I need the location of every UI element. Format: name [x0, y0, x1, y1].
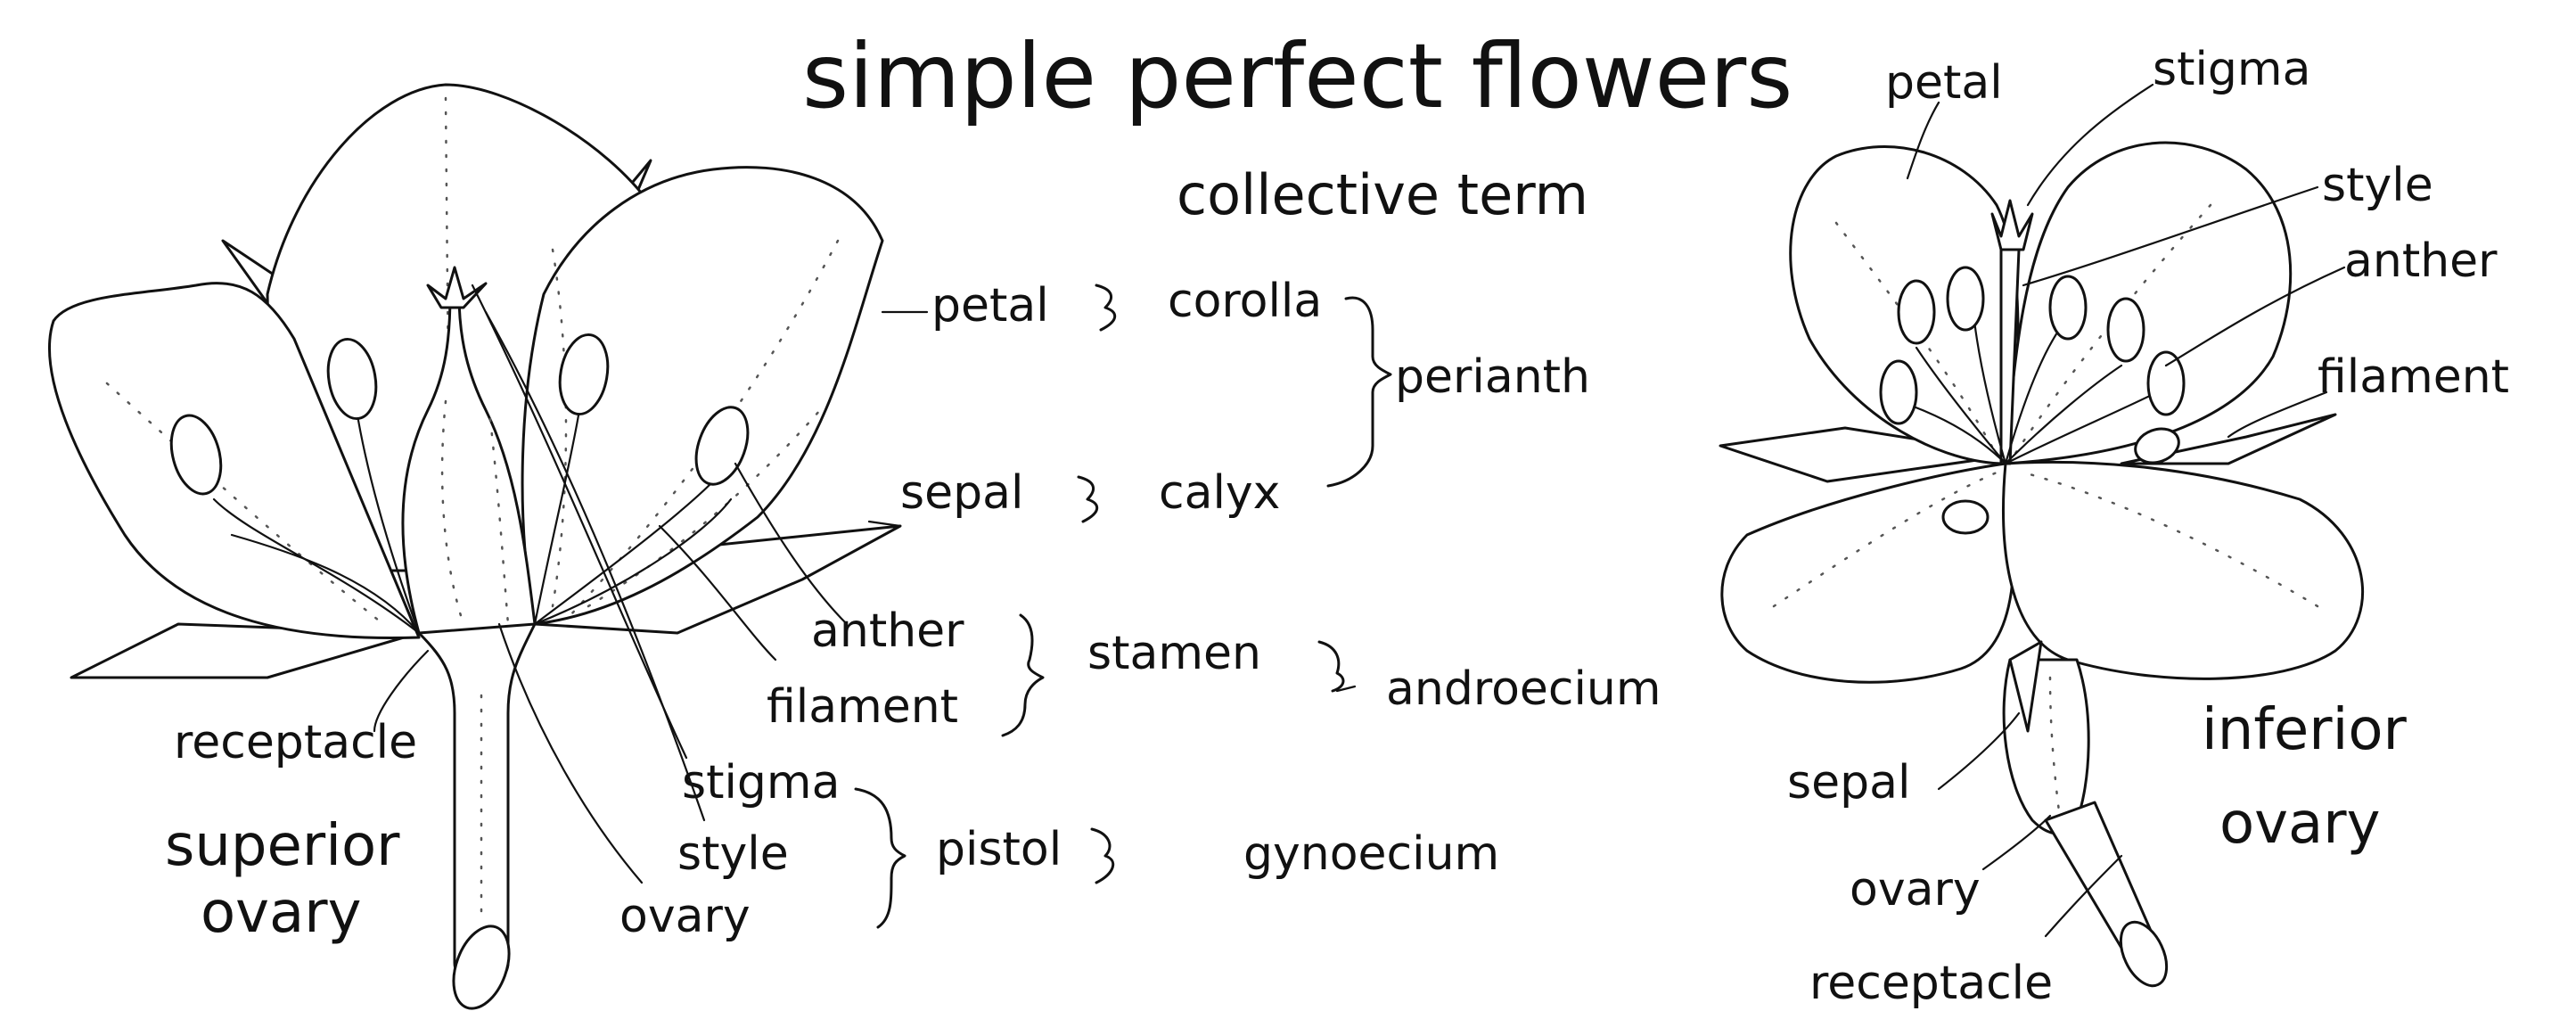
right-petal-front-right [2004, 462, 2363, 678]
left-receptacle [419, 624, 535, 983]
label-ovary-left: ovary [619, 890, 751, 943]
label-style-right: style [2322, 159, 2433, 212]
label-androecium: androecium [1386, 662, 1661, 716]
label-inferior: inferior [2202, 697, 2408, 763]
label-petal-left: petal [931, 279, 1049, 333]
right-petal-front-left [1722, 464, 2014, 682]
collective-term-heading: collective term [1177, 162, 1588, 227]
label-stigma-left: stigma [682, 756, 840, 810]
diagram-title: simple perfect flowers [802, 24, 1793, 128]
label-style-left: style [677, 827, 789, 881]
label-superior: superior [165, 813, 400, 879]
label-petal-right: petal [1885, 56, 2003, 110]
label-pistol: pistol [936, 823, 1062, 876]
label-filament-left: filament [767, 680, 958, 734]
label-stamen: stamen [1087, 627, 1261, 680]
label-corolla: corolla [1168, 275, 1322, 328]
right-petal-back-right [2006, 143, 2291, 464]
label-calyx: calyx [1159, 466, 1280, 520]
label-stigma-right: stigma [2153, 43, 2310, 96]
label-filament-right: filament [2318, 350, 2509, 404]
label-anther-left: anther [811, 604, 964, 658]
label-receptacle-right: receptacle [1809, 957, 2053, 1010]
label-inferior-ovary: ovary [2219, 791, 2380, 857]
label-gynoecium: gynoecium [1243, 827, 1499, 881]
label-superior-ovary: ovary [201, 880, 361, 946]
label-sepal-left: sepal [900, 466, 1023, 520]
label-perianth: perianth [1395, 350, 1590, 404]
label-ovary-right: ovary [1850, 863, 1981, 916]
label-sepal-right: sepal [1787, 756, 1910, 810]
label-receptacle-left: receptacle [174, 716, 417, 769]
label-anther-right: anther [2344, 234, 2498, 288]
